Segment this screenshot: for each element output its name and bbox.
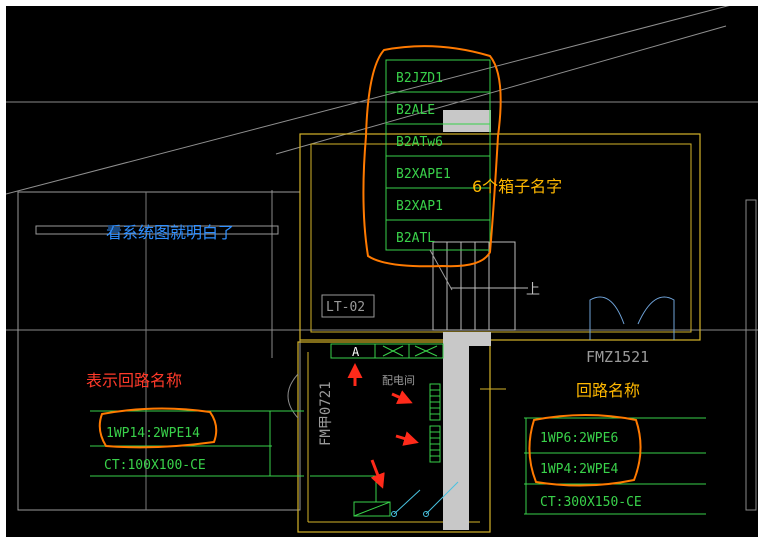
wall-box-1-hatch (430, 389, 440, 415)
box-name-2: B2ALE (396, 103, 435, 118)
wall-box-2-hatch (430, 431, 440, 457)
stair-up-label: 上 (526, 282, 540, 298)
cad-drawing-area: 上 B2JZD1 B2ALE B2ATw6 B2XAPE1 B2XAP1 B2A… (6, 6, 758, 537)
panel-a-label: A (352, 345, 360, 359)
right-circuit-name-2: 1WP4:2WPE4 (540, 462, 618, 477)
panel-x-2 (414, 345, 438, 357)
lt02-label: LT-02 (326, 300, 365, 315)
box-name-6: B2ATL (396, 231, 435, 246)
left-cable-tray: CT:100X100-CE (104, 458, 206, 473)
annotation-see-system: 看系统图就明白了 (106, 223, 234, 242)
right-cable-tray: CT:300X150-CE (540, 495, 642, 510)
orange-circle-right-circuit (528, 414, 642, 487)
red-arrow-3 (395, 431, 419, 446)
red-arrow-4 (370, 459, 385, 489)
left-room-beam (35, 225, 279, 235)
cyan-leader-2 (425, 481, 459, 515)
box-name-5: B2XAP1 (396, 199, 443, 214)
floor-panel (353, 501, 391, 517)
box-name-1: B2JZD1 (396, 71, 443, 86)
orange-circle-box-names (362, 45, 502, 268)
distribution-room-label: 配电间 (382, 374, 415, 387)
concrete-wall-cap (443, 332, 491, 346)
stair-outline (432, 241, 516, 331)
cad-plan-svg: 上 B2JZD1 B2ALE B2ATw6 B2XAPE1 B2XAP1 B2A… (6, 6, 758, 533)
annotation-loop-name-right: 回路名称 (576, 381, 640, 400)
panel-bar (330, 343, 444, 359)
electrical-room-wall (297, 341, 491, 533)
fm-yi-label: FMZ1521 (586, 348, 649, 366)
door-fm-yi-arc (589, 296, 675, 340)
cyan-leader-2-dot (423, 511, 429, 517)
fm-jia-label: FM甲0721 (318, 381, 334, 446)
right-edge-wall (745, 199, 757, 511)
right-circuit-name-1: 1WP6:2WPE6 (540, 431, 618, 446)
lt02-label-box (321, 294, 375, 318)
concrete-column (443, 110, 491, 132)
diagonal-line-upper (6, 6, 730, 195)
stair-room-wall-inner (310, 143, 692, 333)
box-name-4: B2XAPE1 (396, 167, 451, 182)
cyan-leader-1-dot (391, 511, 397, 517)
door-fm-jia-arc (287, 373, 299, 419)
left-circuit-name: 1WP14:2WPE14 (106, 426, 200, 441)
red-arrow-2 (391, 390, 413, 404)
annotation-six-boxes: 6个箱子名字 (472, 177, 562, 196)
stair-room-wall-outer (299, 133, 701, 341)
orange-circle-left-circuit (98, 407, 218, 449)
leader-line (429, 249, 453, 291)
floor-panel-diag (353, 501, 391, 517)
panel-x-1 (382, 345, 404, 357)
concrete-wall-strip (443, 332, 469, 530)
annotation-loop-name-left: 表示回路名称 (86, 371, 182, 390)
left-room (17, 191, 301, 511)
box-name-3: B2ATw6 (396, 135, 443, 150)
box-name-table (385, 59, 491, 291)
cyan-leader-1 (393, 489, 421, 515)
